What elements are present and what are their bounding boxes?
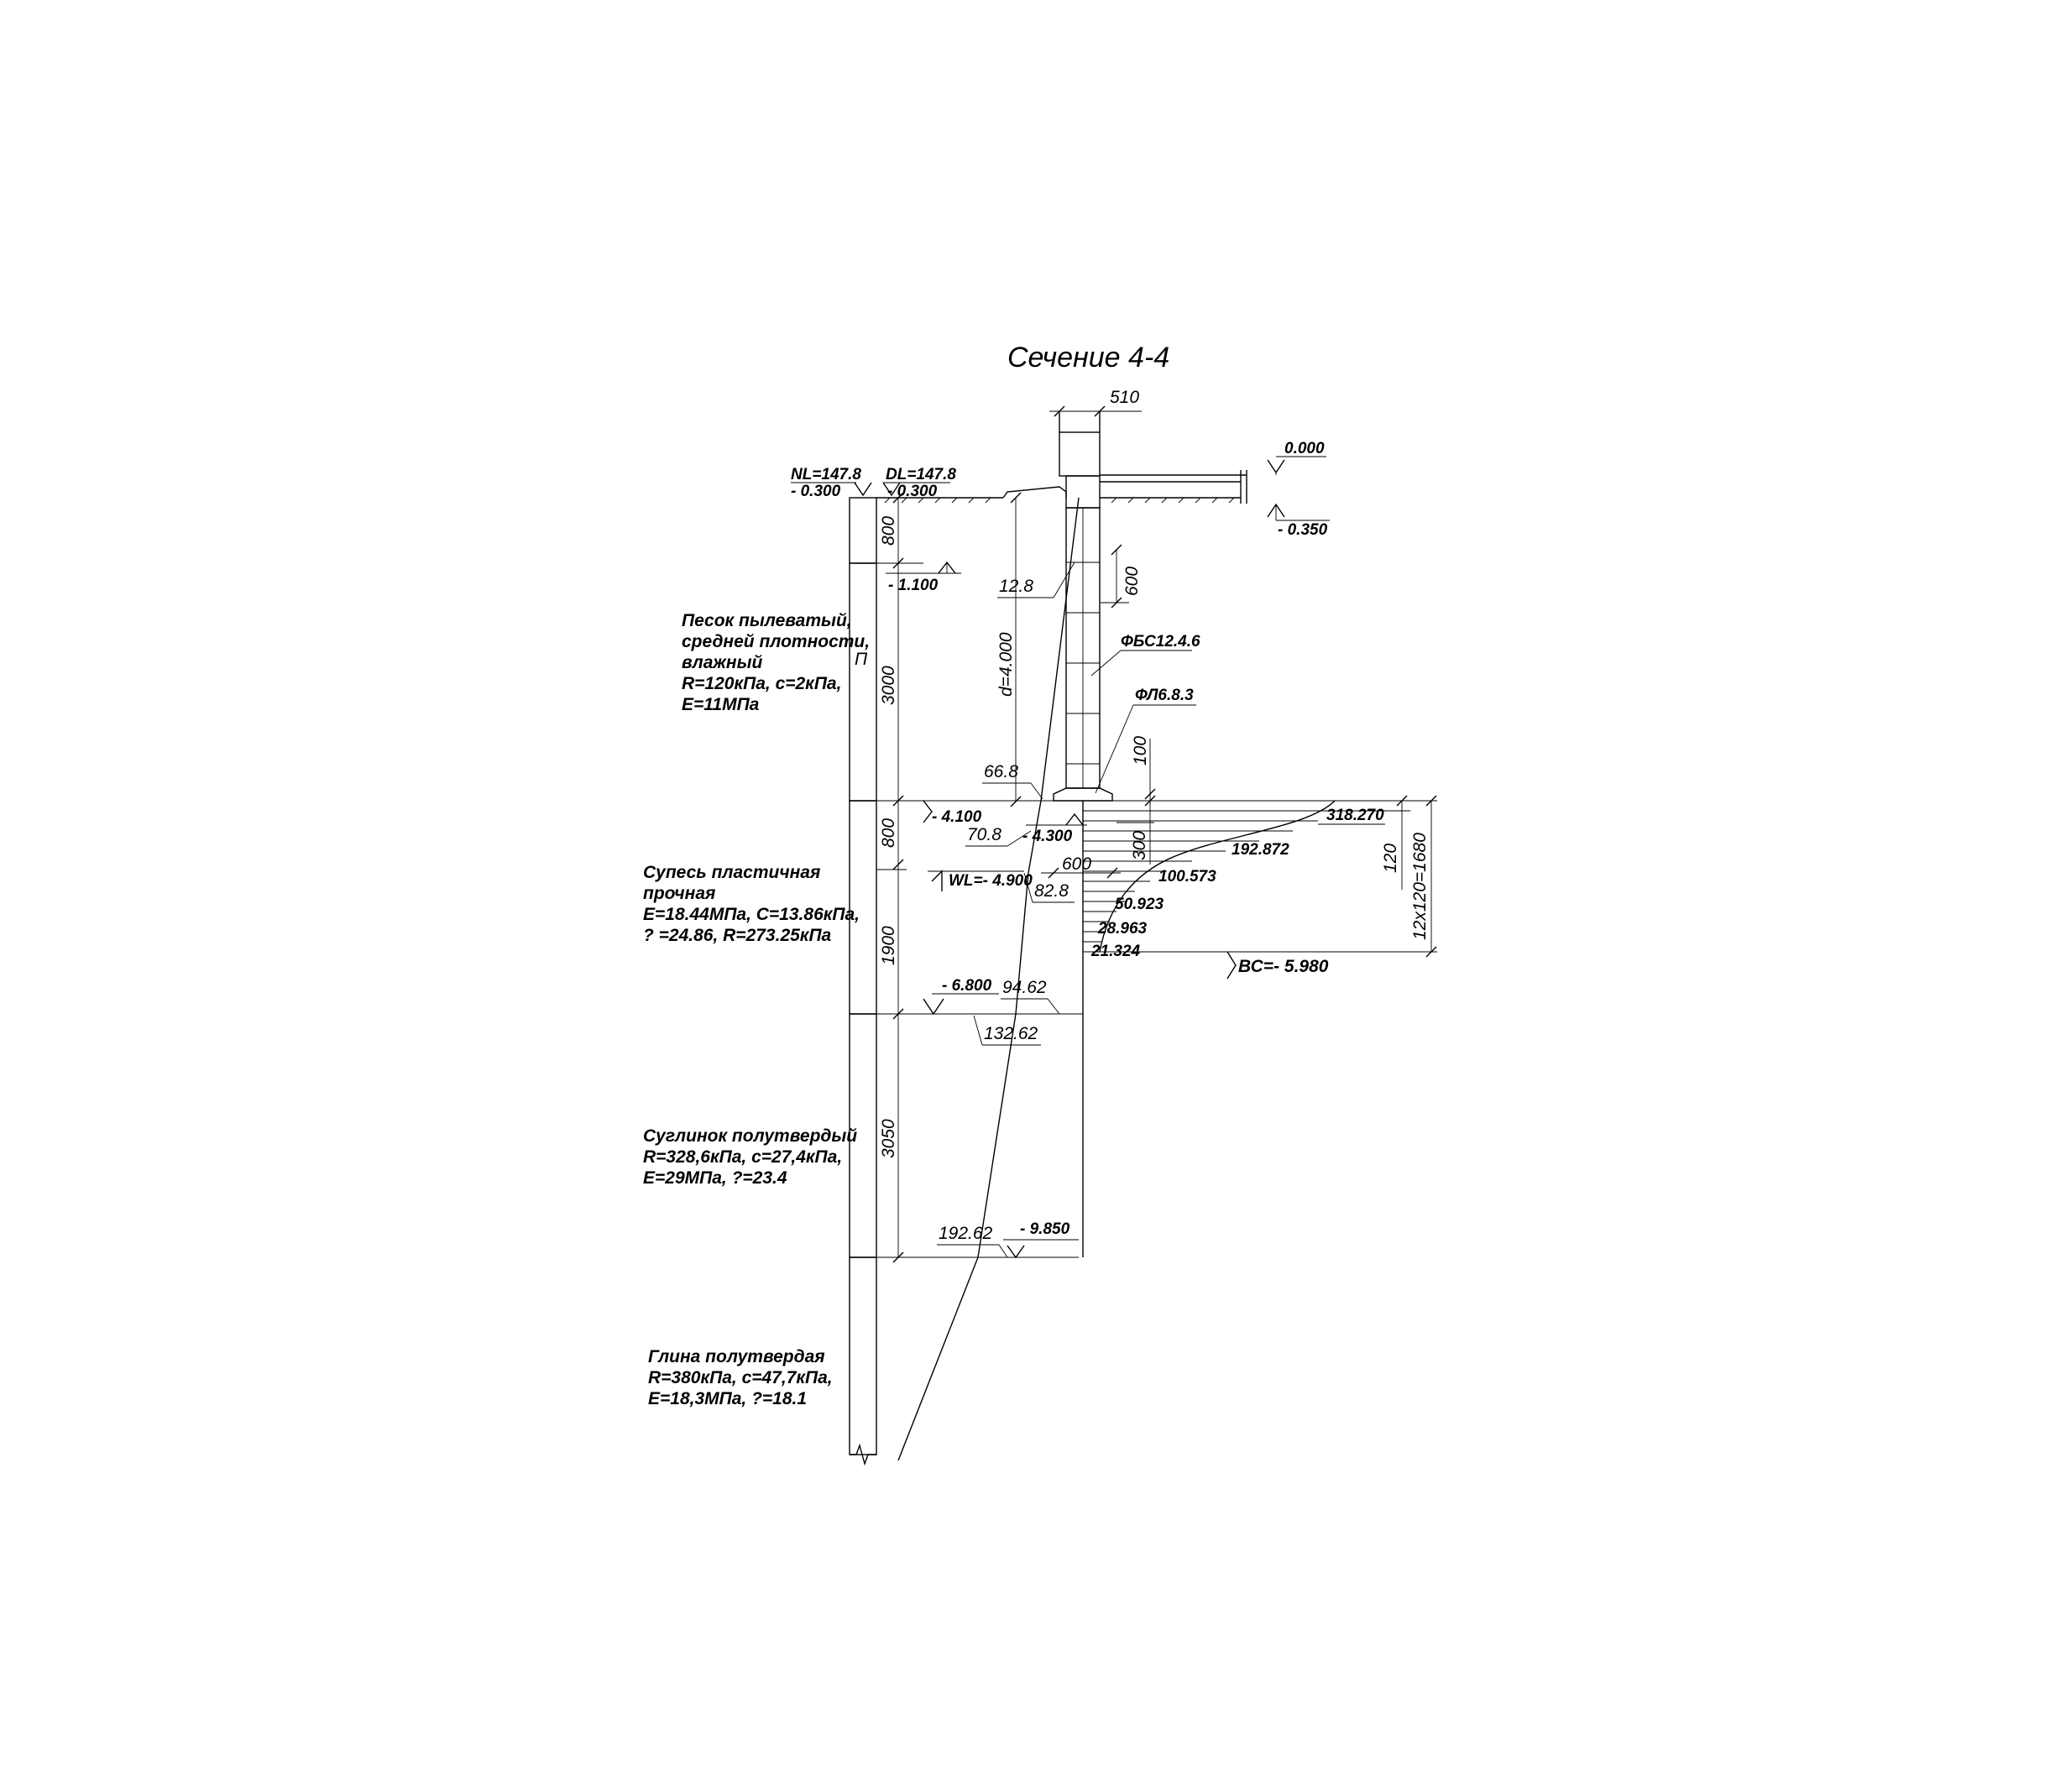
brick-wall bbox=[1059, 431, 1101, 477]
sand-line-5: Е=11МПа bbox=[682, 695, 760, 714]
nl-label: NL=147.8 bbox=[791, 466, 861, 483]
dim-100: 100 bbox=[1131, 736, 1150, 765]
level-wl: WL=- 4.900 bbox=[949, 872, 1033, 890]
dim-600-top: 600 bbox=[1122, 567, 1142, 596]
blind-area bbox=[1002, 486, 1067, 499]
element-callouts: ФБС12.4.6 ФЛ6.8.3 bbox=[1090, 633, 1200, 794]
stress-66-8: 66.8 bbox=[984, 762, 1018, 781]
fill-layer bbox=[849, 497, 877, 564]
dim-300: 300 bbox=[1130, 831, 1149, 860]
stress-labels: 12.8 66.8 70.8 82.8 94.62 132.62 192.62 bbox=[937, 562, 1075, 1258]
sand-line-3: влажный bbox=[682, 653, 763, 672]
dl-label: DL=147.8 bbox=[886, 466, 956, 483]
sigma-zp-epure bbox=[1082, 800, 1437, 1257]
dl-value: - 0.300 bbox=[887, 483, 938, 500]
level-marks: NL=147.8 - 0.300 DL=147.8 - 0.300 0.000 … bbox=[791, 440, 1330, 1259]
dim-800-mid: 800 bbox=[879, 818, 898, 848]
pressure-values: 318.270 192.872 100.573 50.923 28.963 21… bbox=[1090, 807, 1385, 960]
stress-94-62: 94.62 bbox=[1002, 978, 1047, 997]
level-m0350: - 0.350 bbox=[1278, 521, 1328, 539]
stress-82-8: 82.8 bbox=[1034, 881, 1069, 901]
dim-300-group: 300 bbox=[1117, 801, 1154, 865]
level-m9850: - 9.850 bbox=[1020, 1220, 1070, 1238]
layer-dimensions: 800 3000 800 1900 3050 bbox=[876, 492, 907, 1263]
layer-mark: П bbox=[855, 650, 868, 669]
sandy-loam-line-4: ? =24.86, R=273.25кПа bbox=[643, 926, 832, 945]
sandy-loam-line-3: Е=18.44МПа, С=13.86кПа, bbox=[643, 905, 860, 924]
level-m4100: - 4.100 bbox=[932, 808, 982, 826]
wall-plinth bbox=[1065, 475, 1101, 509]
pressure-28: 28.963 bbox=[1097, 920, 1148, 938]
depth-value: d=4.000 bbox=[996, 632, 1016, 697]
dim-120: 120 bbox=[1381, 844, 1400, 873]
stress-12-8: 12.8 bbox=[999, 577, 1033, 596]
loam-line-2: R=328,6кПа, с=27,4кПа, bbox=[643, 1147, 842, 1167]
level-vs: ВС=- 5.980 bbox=[1238, 957, 1329, 976]
dim-3000: 3000 bbox=[879, 666, 898, 705]
depth-dim-group: d=4.000 bbox=[996, 492, 1022, 807]
dim-100-group: 100 bbox=[1131, 736, 1156, 807]
nl-value: - 0.300 bbox=[791, 483, 841, 500]
clay-line-1: Глина полутвердая bbox=[648, 1347, 825, 1366]
sand-line-2: средней плотности, bbox=[682, 632, 870, 651]
loam-line-3: Е=29МПа, ?=23.4 bbox=[643, 1168, 787, 1188]
callout-fl: ФЛ6.8.3 bbox=[1135, 687, 1194, 704]
stress-192-62: 192.62 bbox=[939, 1224, 993, 1243]
level-zero: 0.000 bbox=[1284, 440, 1325, 457]
sigma-zp-curve bbox=[1099, 800, 1336, 953]
floor-slab bbox=[1100, 470, 1247, 504]
pressure-318: 318.270 bbox=[1326, 807, 1384, 824]
dim-1900: 1900 bbox=[879, 926, 898, 965]
sandy-loam-line-2: прочная bbox=[643, 884, 715, 903]
dim-3050: 3050 bbox=[879, 1119, 898, 1158]
soil-descriptions: Песок пылеватый, средней плотности, влаж… bbox=[643, 611, 870, 1408]
soil-column: П bbox=[849, 497, 877, 1466]
level-m6800: - 6.800 bbox=[942, 977, 992, 995]
sandy-loam-line-1: Супесь пластичная bbox=[643, 863, 820, 882]
sand-line-4: R=120кПа, с=2кПа, bbox=[682, 674, 841, 693]
fl-slab bbox=[1053, 787, 1113, 802]
sand-line-1: Песок пылеватый, bbox=[682, 611, 852, 630]
ground-surface bbox=[876, 486, 1241, 504]
loam-line-1: Суглинок полутвердый bbox=[643, 1126, 857, 1146]
stress-132-62: 132.62 bbox=[984, 1024, 1038, 1043]
dim-600-base: 600 bbox=[1062, 854, 1091, 874]
clay-line-3: Е=18,3МПа, ?=18.1 bbox=[648, 1389, 807, 1408]
pressure-50: 50.923 bbox=[1115, 896, 1164, 913]
clay-layer bbox=[849, 1256, 877, 1455]
dim-600-top-group: 600 bbox=[1100, 544, 1142, 609]
dim-510-group: 510 bbox=[1049, 388, 1142, 417]
break-line bbox=[850, 1443, 876, 1466]
dim-800-top: 800 bbox=[879, 516, 898, 546]
epure-dimensions: 120 12х120=1680 bbox=[1331, 795, 1437, 958]
pressure-21: 21.324 bbox=[1090, 943, 1141, 960]
level-m1100: - 1.100 bbox=[888, 577, 939, 594]
dim-510: 510 bbox=[1110, 388, 1139, 407]
dim-600-base-group: 600 bbox=[1041, 854, 1121, 879]
sand-layer bbox=[849, 562, 877, 802]
pressure-192: 192.872 bbox=[1232, 841, 1289, 859]
level-m4300: - 4.300 bbox=[1022, 828, 1073, 845]
clay-line-2: R=380кПа, с=47,7кПа, bbox=[648, 1368, 833, 1387]
foundation-wall bbox=[1053, 411, 1113, 802]
dim-12x120: 12х120=1680 bbox=[1410, 833, 1430, 940]
pressure-100: 100.573 bbox=[1158, 868, 1216, 886]
sigma-zg-line bbox=[897, 497, 1080, 1461]
callout-fbs: ФБС12.4.6 bbox=[1121, 633, 1200, 650]
stress-70-8: 70.8 bbox=[967, 825, 1001, 844]
section-title: Сечение 4-4 bbox=[1007, 342, 1169, 374]
